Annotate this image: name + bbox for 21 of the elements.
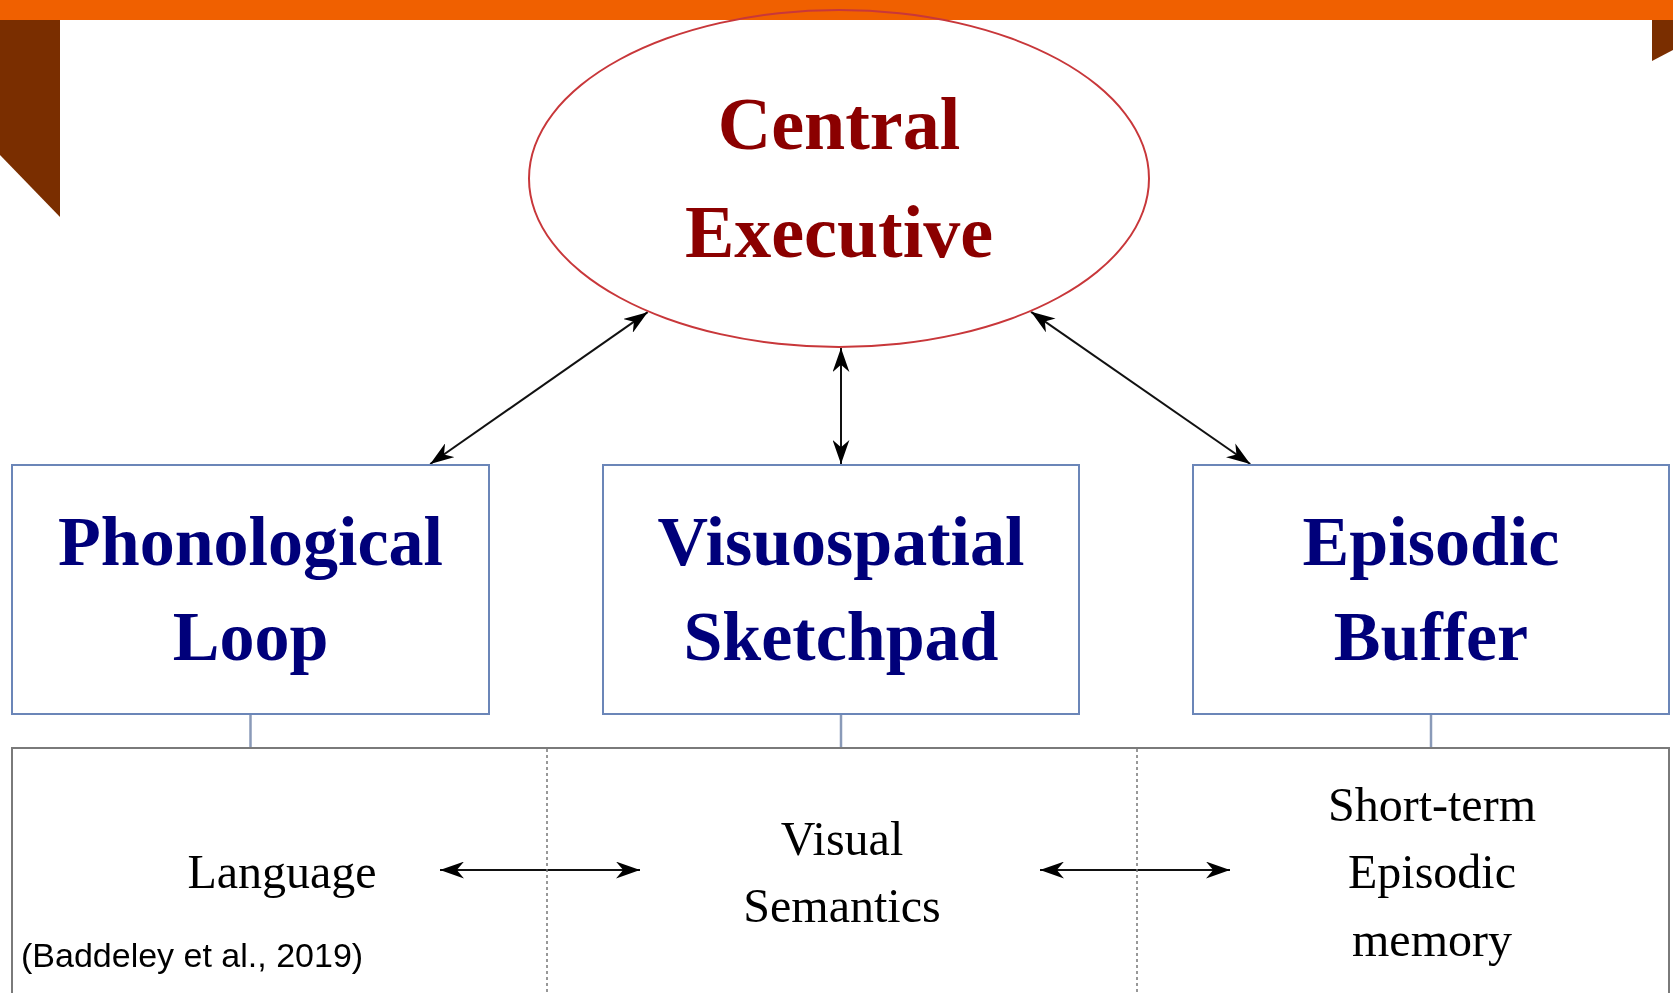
- process-box: [602, 464, 1080, 715]
- ellipse-node: [528, 9, 1150, 348]
- double-arrow: [429, 311, 649, 465]
- double-arrow: [1039, 861, 1231, 879]
- bottom-text: Short-term Episodic memory: [1232, 767, 1632, 977]
- bottom-panel: [11, 747, 1670, 993]
- connector-line: [839, 715, 843, 747]
- connector-line: [249, 715, 252, 747]
- node-title: Central Executive: [683, 82, 995, 275]
- box-title: Phonological Loop: [56, 502, 444, 677]
- connector-line: [1429, 715, 1433, 747]
- double-arrow: [832, 347, 850, 465]
- box-title: Episodic Buffer: [1301, 502, 1561, 677]
- bottom-text: Visual Semantics: [642, 802, 1042, 942]
- citation-text: (Baddeley et al., 2019): [21, 935, 364, 976]
- process-box: [11, 464, 490, 715]
- box-title: Visuospatial Sketchpad: [656, 502, 1026, 677]
- bottom-text: Language: [122, 837, 442, 907]
- double-arrow: [439, 861, 641, 879]
- process-box: [1192, 464, 1670, 715]
- double-arrow: [1030, 310, 1252, 465]
